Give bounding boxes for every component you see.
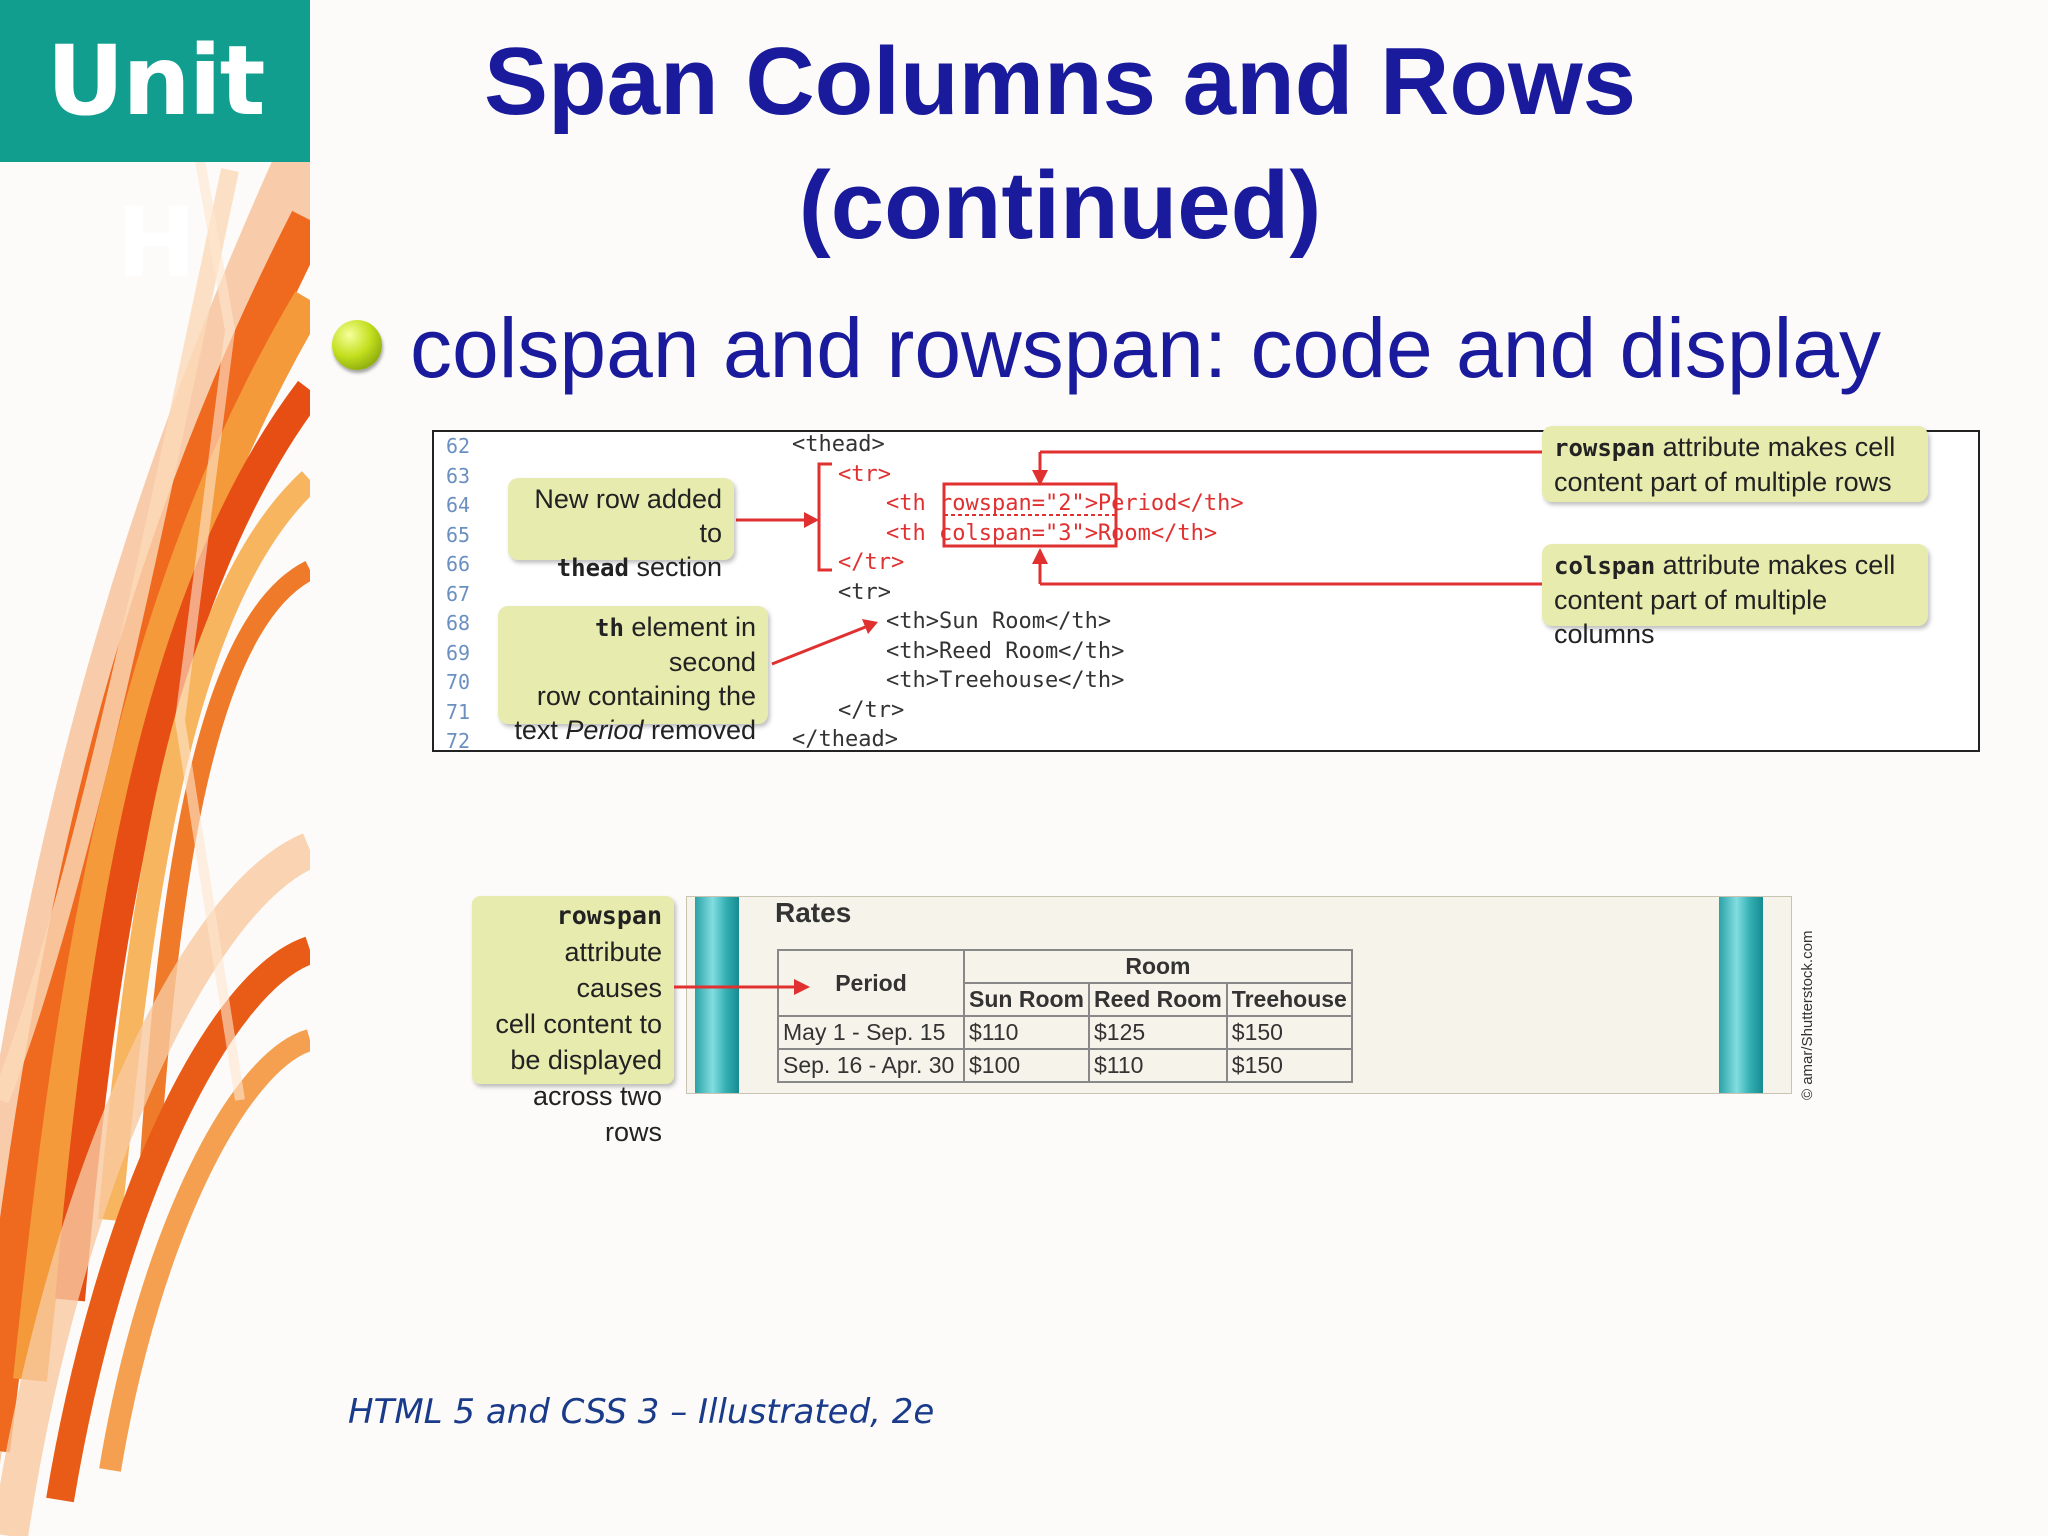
line-number: 62 xyxy=(446,434,471,458)
callout-rowspan-display: rowspan attribute causes cell content to… xyxy=(472,896,674,1147)
table-row: May 1 - Sep. 15 $110 $125 $150 xyxy=(777,1015,1353,1050)
rates-table: Period Room Sun Room Reed Room Treehouse… xyxy=(777,949,1353,1083)
rowspan-display-arrow xyxy=(674,979,810,995)
cell-rate: $150 xyxy=(1225,1015,1353,1050)
line-number: 65 xyxy=(446,523,471,547)
code-figure: 62 63 64 65 66 67 68 69 70 71 72 <thead>… xyxy=(432,426,1980,753)
table-row: Sun Room Reed Room Treehouse xyxy=(778,982,1353,1017)
photo-credit-text: © amar/Shutterstock.com xyxy=(1799,931,1816,1100)
callout-th-element: th element in second row containing the … xyxy=(498,606,768,745)
footer-text: HTML 5 and CSS 3 – Illustrated, 2e xyxy=(348,1392,935,1432)
line-number: 72 xyxy=(446,729,471,753)
code-line: <thead> xyxy=(792,432,885,457)
line-number: 63 xyxy=(446,464,471,488)
cell-period: May 1 - Sep. 15 xyxy=(777,1015,965,1050)
line-number: 64 xyxy=(446,493,471,517)
header-period: Period xyxy=(777,949,965,1017)
code-line: <th rowspan="2">Period</th> xyxy=(886,491,1244,516)
code-line: </tr> xyxy=(838,698,905,723)
unit-label: Unit H xyxy=(0,0,310,299)
code-line: <th>Treehouse</th> xyxy=(886,668,1125,693)
code-line: <th colspan="3">Room</th> xyxy=(886,521,1218,546)
cell-rate: $100 xyxy=(963,1048,1090,1083)
line-number: 71 xyxy=(446,700,471,724)
header-room: Room xyxy=(963,949,1353,984)
table-row: Period Room xyxy=(777,949,1353,1017)
rowspan-attr-highlight: rowspan="2" xyxy=(938,491,1085,516)
slide-title-line1: Span Columns and Rows xyxy=(483,28,1637,135)
bullet-text: colspan and rowspan: code and display xyxy=(410,301,1881,395)
cell-period: Sep. 16 - Apr. 30 xyxy=(777,1048,965,1083)
photo-credit: © amar/Shutterstock.com xyxy=(1799,931,1816,1100)
callout-rowspan: rowspan attribute makes cell content par… xyxy=(1542,426,1928,502)
code-line: <tr> xyxy=(838,580,891,605)
cell-rate: $150 xyxy=(1225,1048,1353,1083)
cell-rate: $125 xyxy=(1088,1015,1228,1050)
decorative-swirl-image xyxy=(0,0,310,1536)
code-line: </thead> xyxy=(792,727,898,752)
bullet-dot-icon xyxy=(332,320,382,370)
slide-title: Span Columns and Rows (continued) xyxy=(330,20,1790,268)
code-line: <th>Sun Room</th> xyxy=(886,609,1112,634)
line-number: 70 xyxy=(446,670,471,694)
cell-rate: $110 xyxy=(1088,1048,1228,1083)
line-number: 66 xyxy=(446,552,471,576)
colspan-attr-highlight: colspan="3" xyxy=(938,521,1085,546)
header-room-name: Sun Room xyxy=(963,982,1090,1017)
rates-heading: Rates xyxy=(775,897,852,928)
header-room-name: Treehouse xyxy=(1225,982,1353,1017)
callout-new-row: New row added to thead section xyxy=(508,478,734,582)
line-number: 68 xyxy=(446,611,471,635)
table-row: Sep. 16 - Apr. 30 $100 $110 $150 xyxy=(777,1048,1353,1083)
code-line: <tr> xyxy=(838,462,891,487)
rates-display-figure: Rates Period Room Sun Room Reed Room Tre… xyxy=(686,896,1792,1094)
teal-border-left xyxy=(695,897,739,1093)
code-line: </tr> xyxy=(838,550,905,575)
teal-border-right xyxy=(1719,897,1763,1093)
header-room-name: Reed Room xyxy=(1088,982,1228,1017)
line-number: 67 xyxy=(446,582,471,606)
callout-colspan: colspan attribute makes cell content par… xyxy=(1542,544,1928,649)
code-line: <th>Reed Room</th> xyxy=(886,639,1125,664)
slide-title-line2: (continued) xyxy=(798,152,1322,259)
cell-rate: $110 xyxy=(963,1015,1090,1050)
line-number: 69 xyxy=(446,641,471,665)
